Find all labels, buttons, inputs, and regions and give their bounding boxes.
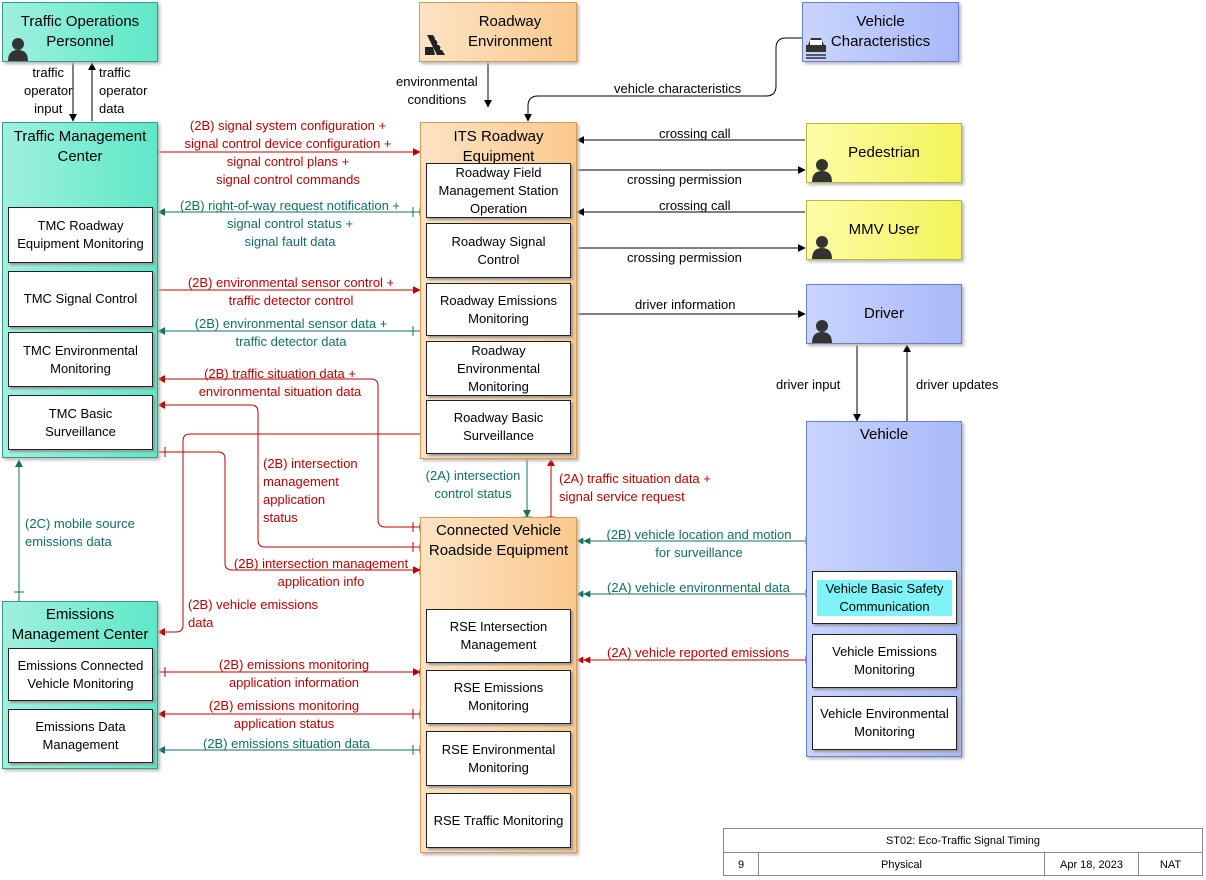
flow-label-traffic-operator-data: traffic operator data [99, 65, 148, 116]
flow-label-traffic-operator-input: traffic operator input [24, 65, 73, 116]
wire-vehicle-characteristics [524, 37, 805, 122]
flow-label-driver-information: driver information [635, 297, 736, 312]
rse-traffic-monitoring[interactable]: RSE Traffic Monitoring [426, 793, 571, 848]
vehicle-rse-flows [576, 537, 805, 664]
person-icon [8, 38, 28, 61]
vehicle-basic-safety-communication[interactable]: Vehicle Basic Safety Communication [812, 571, 957, 624]
flow-label-driver-input: driver input [776, 377, 841, 392]
traffic-operations-personnel[interactable]: Traffic Operations Personnel [2, 2, 158, 62]
wire-intersection-mgmt-info [158, 451, 421, 574]
flow-label-emissions-monitoring-info: (2B) emissions monitoring application in… [218, 657, 370, 690]
emc-rse-flows [157, 668, 421, 754]
emissions-data-management[interactable]: Emissions Data Management [8, 709, 153, 763]
person-icon [812, 236, 832, 259]
connected-vehicle-roadside-equipment[interactable]: Connected Vehicle Roadside Equipment RSE… [420, 517, 577, 853]
tmc-environmental-monitoring[interactable]: TMC Environmental Monitoring [8, 332, 153, 387]
flow-label-row-request: (2B) right-of-way request notification +… [179, 198, 401, 249]
traffic-operations-personnel-title: Traffic Operations Personnel [20, 13, 140, 50]
flow-label-vehicle-characteristics: vehicle characteristics [614, 81, 742, 96]
flow-label-mobile-source-emissions: (2C) mobile source emissions data [25, 516, 135, 549]
wire-roadway-basic-surveillance-bridge [157, 433, 420, 636]
vehicle-basic-safety-communication-label: Vehicle Basic Safety Communication [817, 579, 952, 616]
flow-label-intersection-control-status: (2A) intersection control status [425, 468, 521, 501]
road-icon [425, 35, 445, 55]
its-roadway-equipment[interactable]: ITS Roadway Equipment Roadway Field Mana… [420, 122, 577, 459]
title-block-info-row: 9 Physical Apr 18, 2023 NAT [724, 853, 1202, 876]
connected-vehicle-roadside-equipment-title: Connected Vehicle Roadside Equipment [428, 522, 569, 559]
title-block-page: 9 [724, 853, 759, 876]
pedestrian-title: Pedestrian [848, 144, 920, 161]
flow-label-emissions-monitoring-status: (2B) emissions monitoring application st… [208, 698, 360, 731]
rse-environmental-monitoring[interactable]: RSE Environmental Monitoring [426, 731, 571, 786]
wire-traffic-situation-2b [157, 375, 420, 528]
flow-label-vehicle-reported-emissions: (2A) vehicle reported emissions [607, 645, 790, 660]
flow-label-traffic-situation-2a: (2A) traffic situation data + signal ser… [559, 471, 711, 504]
flow-label-environmental-conditions: environmental conditions [396, 74, 478, 107]
roadway-signal-control[interactable]: Roadway Signal Control [426, 223, 571, 278]
flow-label-vehicle-environmental-data: (2A) vehicle environmental data [607, 580, 790, 595]
car-icon [806, 38, 826, 59]
roadway-environment[interactable]: Roadway Environment [419, 2, 577, 62]
person-icon [812, 320, 832, 343]
field-rse-flows [523, 458, 555, 518]
title-block-date: Apr 18, 2023 [1045, 853, 1139, 876]
driver-title: Driver [864, 305, 904, 322]
flow-crossbars [14, 207, 414, 755]
driver[interactable]: Driver [806, 284, 962, 344]
roadway-field-management-station-operation[interactable]: Roadway Field Management Station Operati… [426, 163, 571, 218]
flow-label-crossing-call-ped: crossing call [659, 126, 731, 141]
tmc-basic-surveillance[interactable]: TMC Basic Surveillance [8, 395, 153, 450]
emissions-connected-vehicle-monitoring[interactable]: Emissions Connected Vehicle Monitoring [8, 648, 153, 701]
vehicle-characteristics[interactable]: Vehicle Characteristics [802, 2, 959, 62]
flow-label-vehicle-emissions-data: (2B) vehicle emissions data [188, 597, 319, 630]
vehicle-title: Vehicle [859, 426, 909, 443]
flow-label-crossing-call-mmv: crossing call [659, 198, 731, 213]
flow-label-signal-config: (2B) signal system configuration + signa… [184, 118, 392, 187]
flow-label-crossing-permission-mmv: crossing permission [627, 250, 742, 265]
traffic-management-center[interactable]: Traffic Management Center TMC Roadway Eq… [2, 122, 158, 458]
black-flows [69, 37, 911, 422]
tmc-roadway-equipment-monitoring[interactable]: TMC Roadway Equipment Monitoring [8, 207, 153, 263]
flow-label-env-sensor-control: (2B) environmental sensor control + traf… [187, 275, 395, 308]
emissions-management-center-title: Emissions Management Center [11, 606, 149, 643]
roadway-environment-title: Roadway Environment [468, 13, 553, 50]
traffic-management-center-title: Traffic Management Center [13, 128, 147, 165]
flow-label-env-sensor-data: (2B) environmental sensor data + traffic… [194, 316, 388, 349]
its-roadway-equipment-title: ITS Roadway Equipment [453, 128, 544, 165]
title-block-title-row: ST02: Eco-Traffic Signal Timing [724, 829, 1202, 853]
person-icon [812, 159, 832, 182]
flow-label-intersection-mgmt-status: (2B) intersection management application… [263, 456, 358, 525]
rse-emissions-monitoring[interactable]: RSE Emissions Monitoring [426, 670, 571, 724]
emissions-management-center[interactable]: Emissions Management Center Emissions Co… [2, 601, 158, 769]
title-block: ST02: Eco-Traffic Signal Timing 9 Physic… [723, 828, 1203, 876]
pedestrian[interactable]: Pedestrian [806, 123, 962, 183]
flow-label-crossing-permission-ped: crossing permission [627, 172, 742, 187]
vehicle-environmental-monitoring[interactable]: Vehicle Environmental Monitoring [812, 696, 957, 750]
vehicle-emissions-monitoring[interactable]: Vehicle Emissions Monitoring [812, 634, 957, 688]
tmc-signal-control[interactable]: TMC Signal Control [8, 271, 153, 327]
title-block-title: ST02: Eco-Traffic Signal Timing [885, 834, 1041, 847]
title-block-view: Physical [759, 853, 1045, 876]
wire-intersection-mgmt-status [157, 401, 420, 548]
vehicle-characteristics-title: Vehicle Characteristics [830, 13, 931, 50]
roadway-basic-surveillance[interactable]: Roadway Basic Surveillance [426, 400, 571, 454]
rse-intersection-management[interactable]: RSE Intersection Management [426, 609, 571, 663]
mmv-user-title: MMV User [848, 221, 920, 238]
vehicle[interactable]: Vehicle Vehicle Basic Safety Communicati… [806, 421, 962, 757]
flow-label-traffic-situation-2b: (2B) traffic situation data + environmen… [198, 366, 362, 399]
roadway-emissions-monitoring[interactable]: Roadway Emissions Monitoring [426, 283, 571, 336]
flow-label-intersection-mgmt-info: (2B) intersection management application… [233, 556, 409, 589]
flow-label-emissions-situation: (2B) emissions situation data [203, 736, 370, 751]
flow-label-vehicle-location-motion: (2B) vehicle location and motion for sur… [606, 527, 792, 560]
title-block-author: NAT [1159, 858, 1182, 871]
flow-label-driver-updates: driver updates [916, 377, 999, 392]
roadway-environmental-monitoring[interactable]: Roadway Environmental Monitoring [426, 341, 571, 396]
mmv-user[interactable]: MMV User [806, 200, 962, 260]
tmc-field-flows [15, 148, 421, 636]
